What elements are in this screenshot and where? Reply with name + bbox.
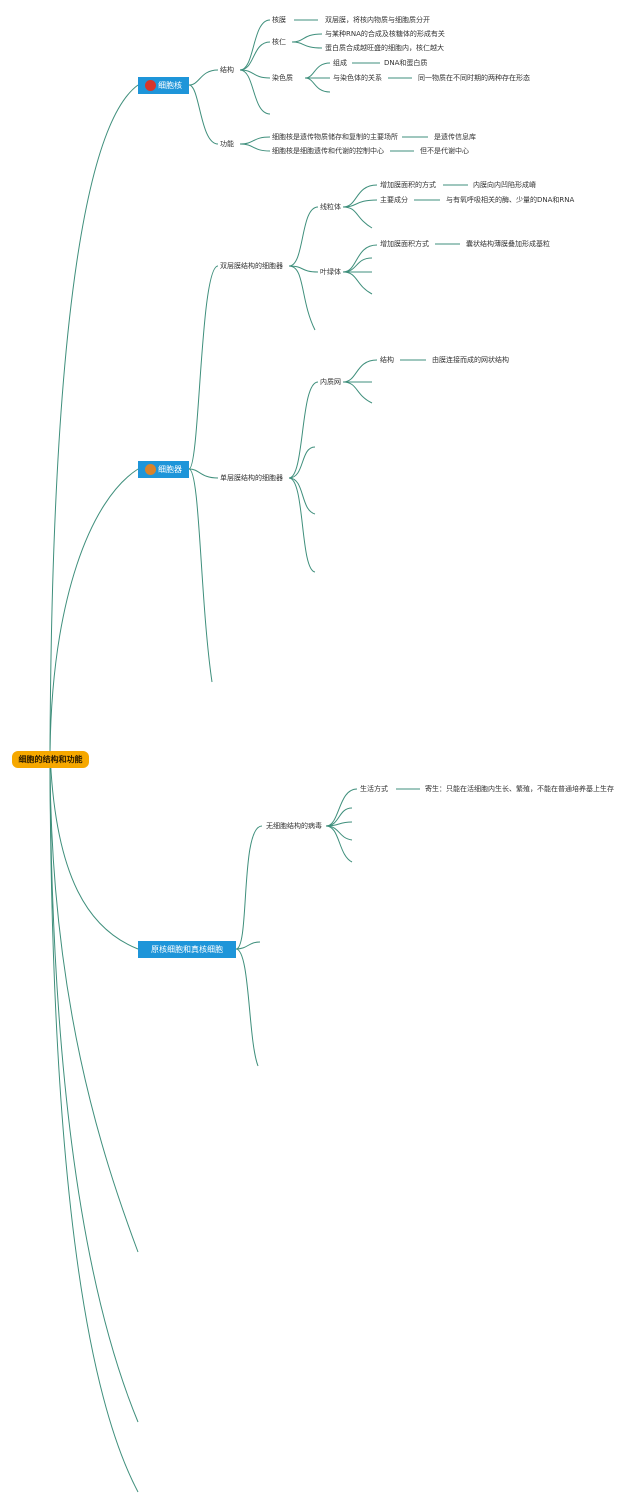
branch-organelle[interactable]: 细胞器 xyxy=(138,461,189,478)
node-composition[interactable]: 组成 xyxy=(333,59,347,67)
node-life-mode[interactable]: 生活方式 xyxy=(360,785,388,793)
branch-nucleus-label: 细胞核 xyxy=(158,81,182,90)
node-chloro-area-desc[interactable]: 囊状结构薄膜叠加形成基粒 xyxy=(466,240,550,248)
node-mito-area[interactable]: 增加膜面积的方式 xyxy=(380,181,436,189)
node-mito-comp-desc[interactable]: 与有氧呼吸相关的酶、少量的DNA和RNA xyxy=(446,196,575,204)
root-topic[interactable]: 细胞的结构和功能 xyxy=(12,751,89,768)
node-structure[interactable]: 结构 xyxy=(220,66,234,74)
node-er-structure-desc[interactable]: 由膜连接而成的网状结构 xyxy=(432,356,509,364)
branch-cells[interactable]: 原核细胞和真核细胞 xyxy=(138,941,236,958)
node-function1-note[interactable]: 是遗传信息库 xyxy=(434,133,476,141)
node-composition-desc[interactable]: DNA和蛋白质 xyxy=(384,59,428,67)
node-mitochondria[interactable]: 线粒体 xyxy=(320,203,341,211)
node-function2[interactable]: 细胞核是细胞遗传和代谢的控制中心 xyxy=(272,147,384,155)
red-circle-icon xyxy=(145,80,156,91)
node-mito-comp[interactable]: 主要成分 xyxy=(380,196,408,204)
node-function[interactable]: 功能 xyxy=(220,140,234,148)
node-single-membrane[interactable]: 单层膜结构的细胞器 xyxy=(220,474,283,482)
orange-circle-icon xyxy=(145,464,156,475)
node-double-membrane[interactable]: 双层膜结构的细胞器 xyxy=(220,262,283,270)
node-nucleolus-desc1[interactable]: 与某种RNA的合成及核糖体的形成有关 xyxy=(325,30,445,38)
node-life-mode-desc[interactable]: 寄生：只能在活细胞内生长、繁殖，不能在普通培养基上生存 xyxy=(425,785,614,793)
node-virus[interactable]: 无细胞结构的病毒 xyxy=(266,822,322,830)
node-er-structure[interactable]: 结构 xyxy=(380,356,394,364)
node-function1[interactable]: 细胞核是遗传物质储存和复制的主要场所 xyxy=(272,133,398,141)
branch-cells-label: 原核细胞和真核细胞 xyxy=(151,945,223,954)
branch-nucleus[interactable]: 细胞核 xyxy=(138,77,189,94)
node-function2-note[interactable]: 但不是代谢中心 xyxy=(420,147,469,155)
node-nucleolus[interactable]: 核仁 xyxy=(272,38,286,46)
node-relation[interactable]: 与染色体的关系 xyxy=(333,74,382,82)
node-chloro-area[interactable]: 增加膜面积方式 xyxy=(380,240,429,248)
node-chromatin[interactable]: 染色质 xyxy=(272,74,293,82)
node-nucleolus-desc2[interactable]: 蛋白质合成越旺盛的细胞内，核仁越大 xyxy=(325,44,444,52)
node-mito-area-desc[interactable]: 内膜向内凹陷形成嵴 xyxy=(473,181,536,189)
node-membrane-desc[interactable]: 双层膜，将核内物质与细胞质分开 xyxy=(325,16,430,24)
branch-organelle-label: 细胞器 xyxy=(158,465,182,474)
node-er[interactable]: 内质网 xyxy=(320,378,341,386)
node-relation-desc[interactable]: 同一物质在不同时期的两种存在形态 xyxy=(418,74,530,82)
node-chloroplast[interactable]: 叶绿体 xyxy=(320,268,341,276)
node-membrane[interactable]: 核膜 xyxy=(272,16,286,24)
